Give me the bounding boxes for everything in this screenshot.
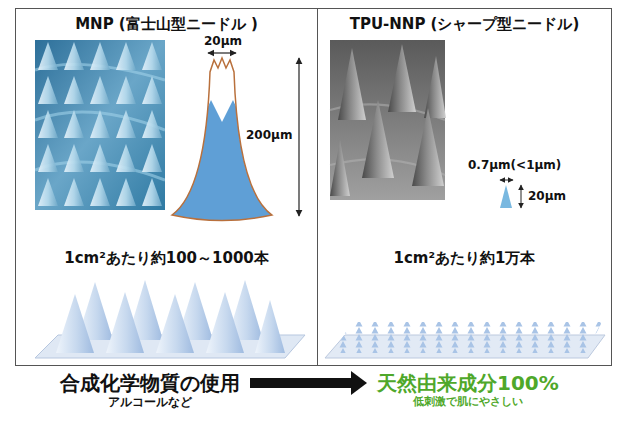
heading-text: 合成化学物質の使用	[60, 371, 240, 395]
text-group: 天然由来成分100%低刺激で肌にやさしい	[375, 371, 561, 408]
text-group: 合成化学物質の使用アルコールなど	[58, 371, 242, 409]
dimension-label: 0.7μm(<1μm)	[468, 158, 561, 172]
note-text: 低刺激で肌にやさしい	[377, 395, 559, 408]
density-text: 1cm²あたり約1万本	[318, 249, 611, 267]
panel-heading: TPU-NNP (シャープ型ニードル)	[318, 15, 611, 33]
heading-text: 天然由来成分100%	[377, 371, 559, 395]
flow-arrow	[250, 371, 367, 395]
needle-panel: TPU-NNP (シャープ型ニードル) 1cm²あたり約1万本	[317, 8, 612, 366]
density-text: 1cm²あたり約100～1000本	[16, 249, 317, 267]
note-text: アルコールなど	[60, 395, 240, 409]
panel-heading: MNP (富士山型ニードル )	[16, 15, 317, 33]
dimension-label: 20μm	[528, 189, 566, 203]
dimension-label: 20μm	[204, 34, 242, 48]
needle-panel: MNP (富士山型ニードル ) 1cm²あたり約100～1000本	[15, 8, 318, 366]
dimension-label: 200μm	[246, 128, 292, 142]
